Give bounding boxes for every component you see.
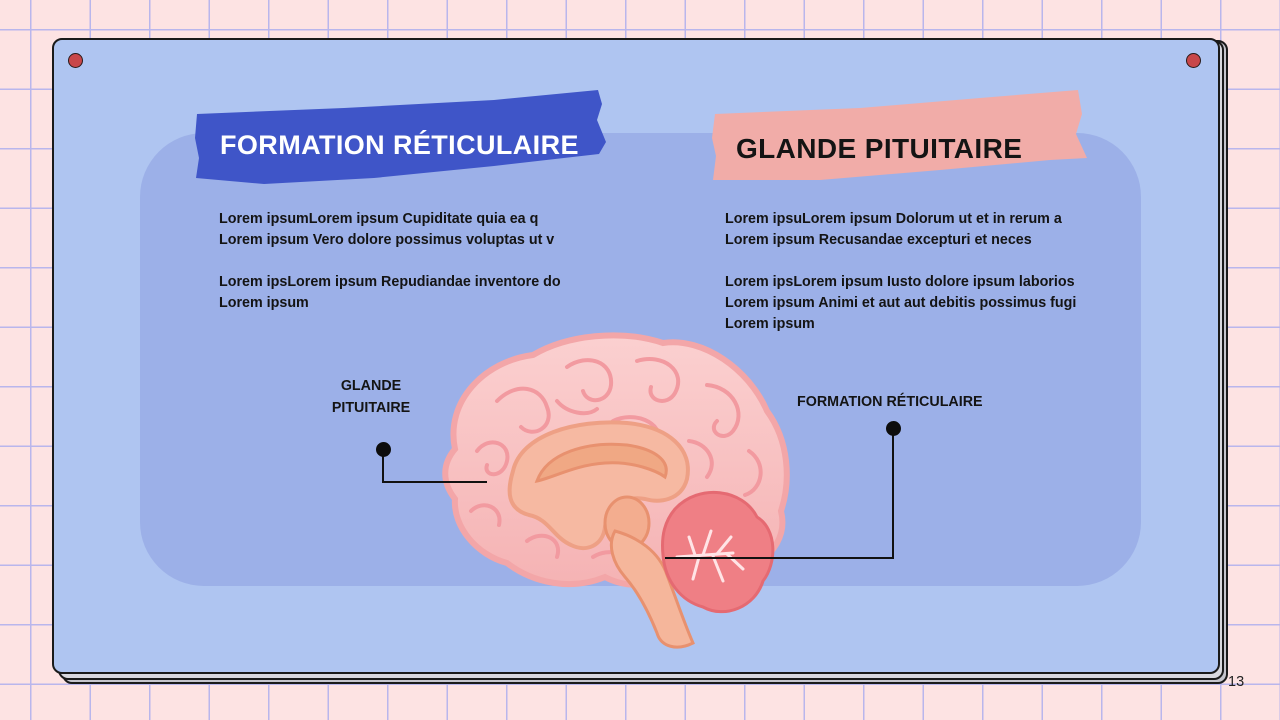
- pin-icon-right: [1186, 53, 1201, 68]
- label-line: PITUITAIRE: [331, 400, 411, 416]
- pointer-dot-left: [376, 442, 391, 457]
- pointer-dot-right: [886, 421, 901, 436]
- right-paragraph-1: Lorem ipsuLorem ipsum Dolorum ut et in r…: [725, 209, 1062, 251]
- text-line: Lorem ipsum: [219, 295, 309, 311]
- heading-banner-blue: [195, 90, 606, 184]
- left-paragraph-1: Lorem ipsumLorem ipsum Cupiditate quia e…: [219, 209, 554, 251]
- brain-illustration-icon: [442, 332, 790, 649]
- left-paragraph-2: Lorem ipsLorem ipsum Repudiandae invento…: [219, 272, 561, 314]
- text-line: Lorem ipsuLorem ipsum Dolorum ut et in r…: [725, 211, 1062, 227]
- text-line: Lorem ipsum Recusandae excepturi et nece…: [725, 232, 1032, 248]
- text-line: Lorem ipsum Animi et aut aut debitis pos…: [725, 295, 1077, 311]
- label-formation-reticulaire: FORMATION RÉTICULAIRE: [797, 394, 983, 410]
- text-line: Lorem ipsLorem ipsum Iusto dolore ipsum …: [725, 274, 1075, 290]
- text-line: Lorem ipsLorem ipsum Repudiandae invento…: [219, 274, 561, 290]
- label-glande-pituitaire: GLANDE PITUITAIRE: [318, 375, 424, 419]
- right-paragraph-2: Lorem ipsLorem ipsum Iusto dolore ipsum …: [725, 272, 1076, 335]
- left-heading: FORMATION RÉTICULAIRE: [220, 130, 579, 160]
- page-number: 13: [1228, 674, 1245, 690]
- heading-banner-pink: [712, 90, 1087, 180]
- right-heading: GLANDE PITUITAIRE: [736, 133, 1023, 164]
- label-line: GLANDE: [340, 378, 402, 394]
- text-line: Lorem ipsumLorem ipsum Cupiditate quia e…: [219, 211, 539, 227]
- text-line: Lorem ipsum: [725, 316, 815, 332]
- text-line: Lorem ipsum Vero dolore possimus volupta…: [219, 232, 555, 248]
- pin-icon-left: [68, 53, 83, 68]
